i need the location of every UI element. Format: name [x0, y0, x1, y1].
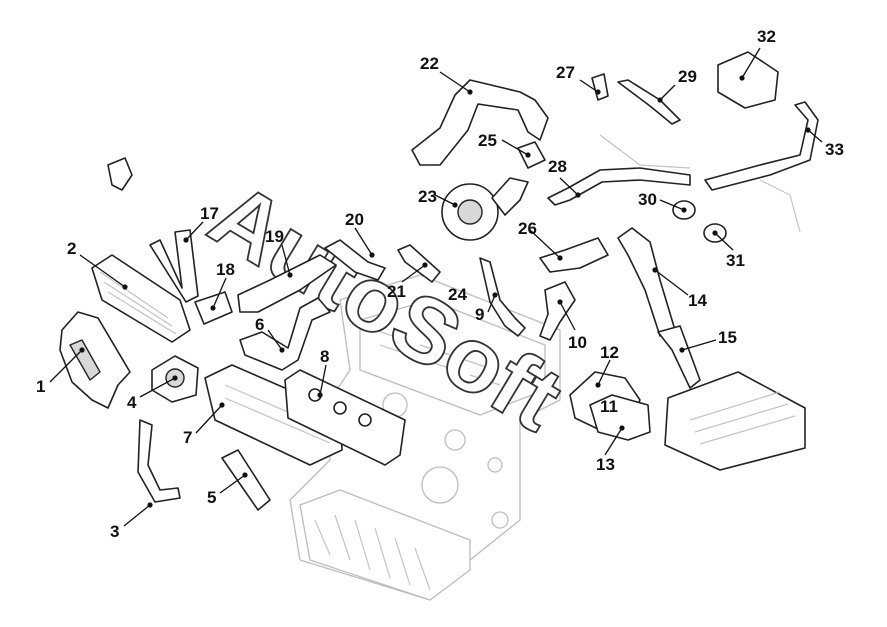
part-17-rod — [149, 229, 199, 303]
part-8-hole-c — [358, 413, 372, 427]
part-23-turbo-outlet — [491, 177, 529, 216]
callout-5: 5 — [207, 488, 216, 507]
callout-9: 9 — [475, 305, 484, 324]
callout-17: 17 — [200, 204, 219, 223]
callout-31: 31 — [726, 251, 745, 270]
callout-13: 13 — [596, 455, 615, 474]
engine-block-outline — [289, 274, 561, 601]
callout-2: 2 — [67, 239, 76, 258]
callout-27: 27 — [556, 63, 575, 82]
callout-20: 20 — [345, 210, 364, 229]
part-25-hose — [517, 141, 546, 169]
callout-24: 24 — [448, 285, 467, 304]
callout-11: 11 — [600, 397, 618, 416]
part-9-sensor-wire — [479, 257, 526, 337]
part-2-fins — [99, 271, 177, 335]
part-8-hole-b — [333, 401, 347, 415]
callout-15: 15 — [718, 328, 737, 347]
part-19-hose — [237, 254, 337, 313]
part-27-sensor — [591, 73, 609, 101]
part-5-sensor — [221, 449, 271, 511]
callout-32: 32 — [757, 27, 776, 46]
part-1-bracket — [59, 311, 131, 409]
callout-25: 25 — [478, 131, 497, 150]
callout-26: 26 — [518, 219, 537, 238]
part-20-pipe — [324, 239, 386, 281]
callout-4: 4 — [127, 393, 137, 412]
callout-labels: 1 2 3 4 5 6 7 8 9 10 11 12 13 14 15 17 1… — [36, 27, 844, 541]
callout-29: 29 — [678, 67, 697, 86]
part-2-intercooler — [91, 254, 191, 343]
callout-8: 8 — [320, 347, 329, 366]
callout-22: 22 — [420, 54, 439, 73]
callout-1: 1 — [36, 377, 45, 396]
part-28-lines — [547, 167, 691, 206]
part-29-clip — [617, 79, 681, 125]
part-14-pipe — [617, 227, 676, 337]
part-15-airbox — [664, 371, 806, 471]
part-7-manifold — [204, 364, 343, 466]
part-6-hose — [239, 297, 331, 371]
callout-33: 33 — [825, 140, 844, 159]
part-1-detail — [69, 339, 101, 381]
part-13-bracket — [589, 394, 651, 441]
part-10-sensor — [539, 281, 576, 341]
callout-23: 23 — [418, 187, 437, 206]
part-28-lines-b — [599, 134, 691, 169]
part-15-pipe — [657, 325, 701, 389]
callout-12: 12 — [600, 343, 619, 362]
callout-30: 30 — [638, 190, 657, 209]
part-23-turbo-core — [457, 199, 483, 225]
part-21-pipe — [397, 244, 441, 283]
part-32-ecu-box — [717, 51, 779, 109]
part-22-intake-pipe — [411, 79, 549, 166]
callout-7: 7 — [183, 428, 192, 447]
callout-10: 10 — [568, 333, 587, 352]
part-15-airbox-ribs — [689, 391, 796, 445]
callout-28: 28 — [548, 157, 567, 176]
part-33-lines-b — [759, 179, 801, 233]
callout-19: 19 — [265, 227, 284, 246]
part-3-hose — [137, 419, 181, 503]
part-33-lines — [704, 101, 819, 191]
part-26-hose — [539, 237, 609, 273]
callout-18: 18 — [216, 260, 235, 279]
callout-6: 6 — [255, 315, 264, 334]
sensor-top-left — [107, 157, 133, 191]
callout-21: 21 — [387, 282, 406, 301]
callout-14: 14 — [688, 291, 707, 310]
leader-lines — [49, 47, 823, 527]
callout-3: 3 — [110, 522, 119, 541]
